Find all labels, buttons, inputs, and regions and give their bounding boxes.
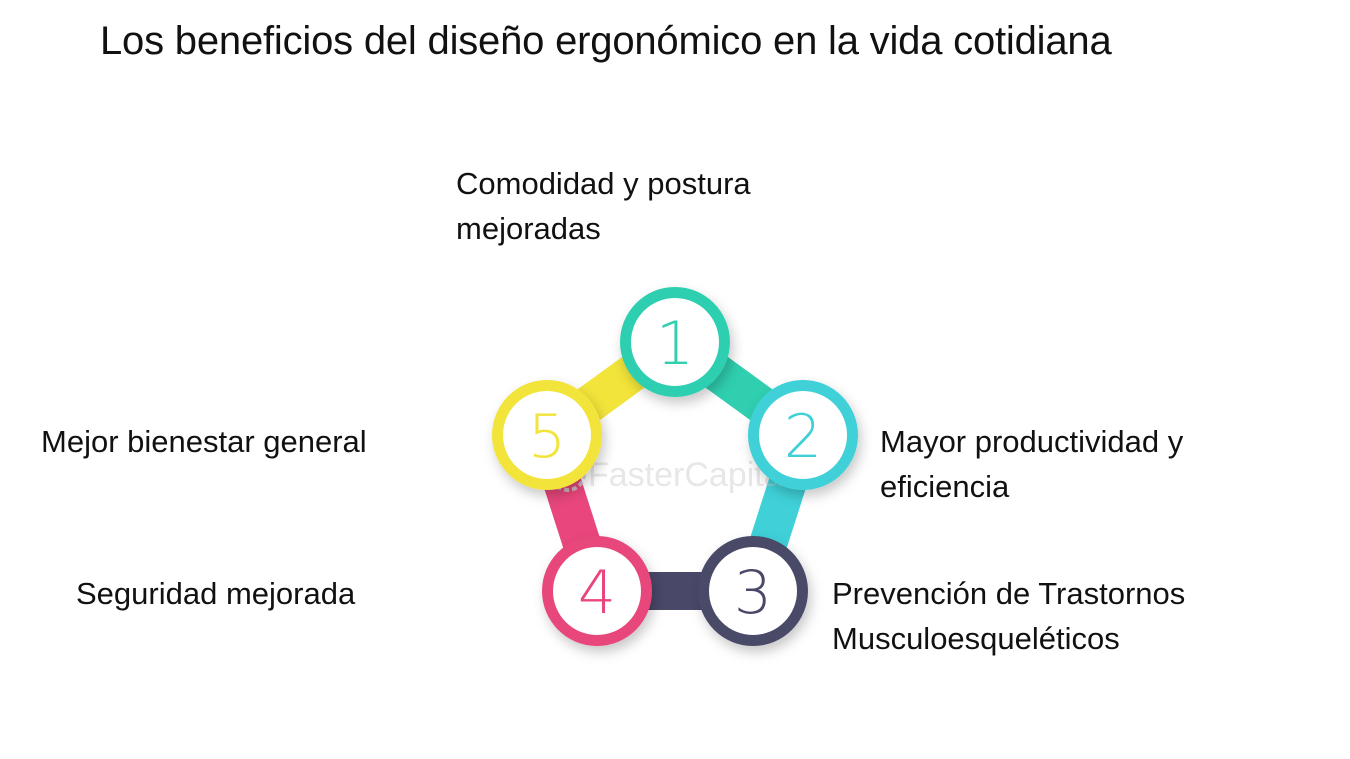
step-2-label-line-1: Mayor productividad y [880,424,1184,459]
step-1-label-line-1: Comodidad y postura [456,166,751,201]
step-2-label-line-2: eficiencia [880,469,1010,504]
pentagon-cycle-diagram: FasterCapital 1 2 5 4 3 [492,287,858,646]
step-2-number: 2 [784,402,822,472]
step-1-label: Comodidad y postura mejoradas [456,161,751,251]
step-3-node: 3 [698,536,808,646]
step-4-node: 4 [542,536,652,646]
step-4-label: Seguridad mejorada [76,571,355,616]
step-3-label-line-2: Musculoesqueléticos [832,621,1120,656]
step-1-node: 1 [620,287,730,397]
step-3-label: Prevención de Trastornos Musculoesquelét… [832,571,1185,661]
page-title: Los beneficios del diseño ergonómico en … [100,19,1112,63]
step-1-label-line-2: mejoradas [456,211,601,246]
step-5-node: 5 [492,380,602,490]
step-5-label: Mejor bienestar general [41,419,367,464]
step-1-number: 1 [656,309,694,379]
step-2-label: Mayor productividad y eficiencia [880,419,1183,509]
step-4-number: 4 [578,558,616,628]
step-3-label-line-1: Prevención de Trastornos [832,576,1186,611]
step-4-label-line-1: Seguridad mejorada [76,576,356,611]
step-5-label-line-1: Mejor bienestar general [41,424,367,459]
step-2-node: 2 [748,380,858,490]
step-5-number: 5 [528,402,566,472]
step-3-number: 3 [734,558,772,628]
